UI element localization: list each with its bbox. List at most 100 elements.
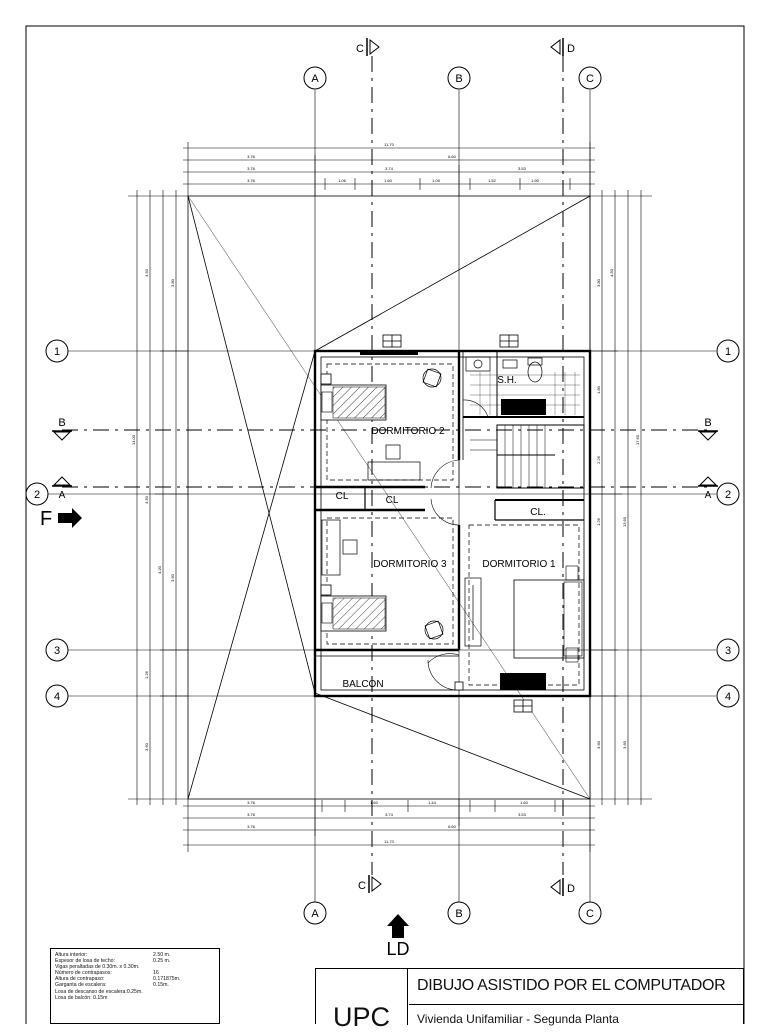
note-row: Garganta de escalera: 0.15m. — [55, 982, 215, 988]
dimension-lines-right — [590, 190, 652, 805]
ld-arrow: LD — [386, 914, 410, 959]
note-row: Losa de descanso de escalera:0.25m. — [55, 989, 215, 995]
room-label-dormitorio-1: DORMITORIO 1 — [482, 559, 556, 570]
svg-text:C: C — [356, 43, 364, 55]
dim-right-7: 13.60 — [622, 516, 627, 527]
section-marker-a-right: A — [698, 476, 718, 501]
windows — [360, 350, 546, 690]
note-row: Losa de balcón: 0.15m — [55, 995, 215, 1001]
axis-bubble-b-top: B — [447, 66, 471, 90]
project-title: Vivienda Unifamiliar - Segunda Planta — [417, 1012, 619, 1026]
note-value: 0.15m. — [153, 982, 169, 989]
svg-text:1: 1 — [54, 346, 60, 358]
dim-left-8: 3.60 — [144, 742, 149, 751]
note-key: Altura interior: — [55, 952, 88, 958]
svg-text:3: 3 — [54, 645, 60, 657]
stair — [470, 425, 546, 488]
notes-box: Altura interior:2.50 m. Espesor de losa … — [50, 948, 220, 1024]
section-marker-c-top: C — [356, 38, 380, 56]
svg-text:A: A — [311, 908, 319, 920]
svg-text:B: B — [455, 73, 462, 85]
dim-bottom-r1-4: 1.60 — [520, 800, 529, 805]
dimension-lines-bottom — [183, 799, 595, 852]
building-walls — [313, 349, 592, 698]
dim-left-4: 4.50 — [144, 495, 149, 504]
dimension-lines-left — [128, 190, 188, 805]
dim-bottom-r2-1: 3.76 — [247, 812, 256, 817]
note-value — [108, 995, 216, 1001]
dim-top-r3-2: 3.74 — [385, 166, 394, 171]
note-key: Losa de balcón: 0.15m — [55, 994, 108, 1001]
dim-right-6: 1.26 — [596, 517, 601, 526]
dim-top-r3-3: 3.53 — [518, 166, 527, 171]
section-marker-a-left: A — [52, 476, 72, 501]
dim-bottom-r2-3: 3.53 — [518, 812, 527, 817]
dim-left-3: 14.00 — [131, 434, 136, 445]
svg-text:2: 2 — [725, 489, 731, 501]
dim-top-r4-4: 1.09 — [432, 178, 441, 183]
note-value: 16 — [153, 970, 159, 977]
dim-right-8: 3.60 — [596, 740, 601, 749]
note-key: Espesor de losa de techo: — [55, 958, 115, 965]
dim-bottom-r1-1: 3.76 — [247, 800, 256, 805]
bathroom-fixtures — [465, 356, 543, 383]
room-label-dormitorio-2: DORMITORIO 2 — [371, 426, 445, 437]
facade-arrow: F — [40, 508, 82, 530]
section-marker-b-right: B — [698, 417, 718, 441]
dim-top-r4-5: 1.52 — [488, 178, 497, 183]
section-marker-d-top: D — [550, 38, 575, 56]
roof-outline — [187, 195, 591, 800]
axis-bubble-1-left: 1 — [45, 339, 69, 363]
svg-text:D: D — [567, 883, 575, 895]
door-swings — [427, 399, 489, 691]
note-row: Altura interior:2.50 m. — [55, 952, 215, 958]
svg-text:B: B — [455, 908, 462, 920]
svg-text:A: A — [59, 490, 66, 501]
bed-dormitorio-2 — [320, 384, 387, 421]
dim-bottom-total: 11.70 — [384, 839, 394, 844]
svg-text:D: D — [567, 43, 575, 55]
desk-dormitorio-2 — [367, 368, 442, 481]
logo-text: UPC — [332, 1002, 390, 1032]
room-label-cl-a: CL — [336, 491, 349, 502]
axis-bubble-b-bottom: B — [447, 901, 471, 925]
svg-text:A: A — [705, 490, 712, 501]
dim-top-r4-6: 1.90 — [531, 178, 540, 183]
dim-right-1: 3.80 — [596, 278, 601, 287]
dim-top-r3-1: 3.76 — [247, 166, 256, 171]
section-marker-c-bottom: C — [358, 875, 382, 893]
svg-text:4: 4 — [725, 691, 731, 703]
dim-top-total: 11.70 — [384, 142, 394, 147]
svg-text:1: 1 — [725, 346, 731, 358]
axis-bubble-4-right: 4 — [716, 684, 740, 708]
note-key: Losa de descanso de escalera: — [55, 988, 127, 995]
note-key: Garganta de escalera: — [55, 982, 107, 989]
svg-text:LD: LD — [386, 939, 409, 959]
axis-bubble-4-left: 4 — [45, 684, 69, 708]
svg-text:C: C — [358, 880, 366, 892]
svg-text:A: A — [311, 73, 319, 85]
dim-bottom-r3-2: 6.60 — [448, 824, 457, 829]
dim-top-r2-2: 6.60 — [448, 154, 457, 159]
axis-bubble-3-right: 3 — [716, 638, 740, 662]
axis-bubble-c-bottom: C — [578, 901, 602, 925]
dim-left-6: 3.60 — [170, 573, 175, 582]
room-label-sh: S.H. — [497, 375, 516, 386]
light-fixtures — [382, 334, 533, 713]
dim-right-9: 3.60 — [622, 740, 627, 749]
dim-top-r4-3: 1.60 — [384, 178, 393, 183]
axis-bubble-2-right: 2 — [716, 482, 740, 506]
dim-left-7: 1.26 — [144, 670, 149, 679]
note-key: Vigas peraltadas de 0.30m. x 0.30m. — [55, 964, 140, 971]
bed-dormitorio-1 — [513, 565, 585, 663]
institution-logo: UPC — [316, 969, 408, 1032]
dim-top-r4-2: 1.06 — [338, 178, 347, 183]
title-block: UPC DIBUJO ASISTIDO POR EL COMPUTADOR Vi… — [315, 968, 744, 1032]
dim-top-r2-1: 3.76 — [247, 154, 256, 159]
note-key: Número de contrapasos: — [55, 970, 112, 977]
svg-text:C: C — [586, 908, 594, 920]
axis-bubble-a-bottom: A — [303, 901, 327, 925]
svg-text:B: B — [58, 417, 65, 429]
note-value: 0.171875m. — [153, 976, 181, 983]
